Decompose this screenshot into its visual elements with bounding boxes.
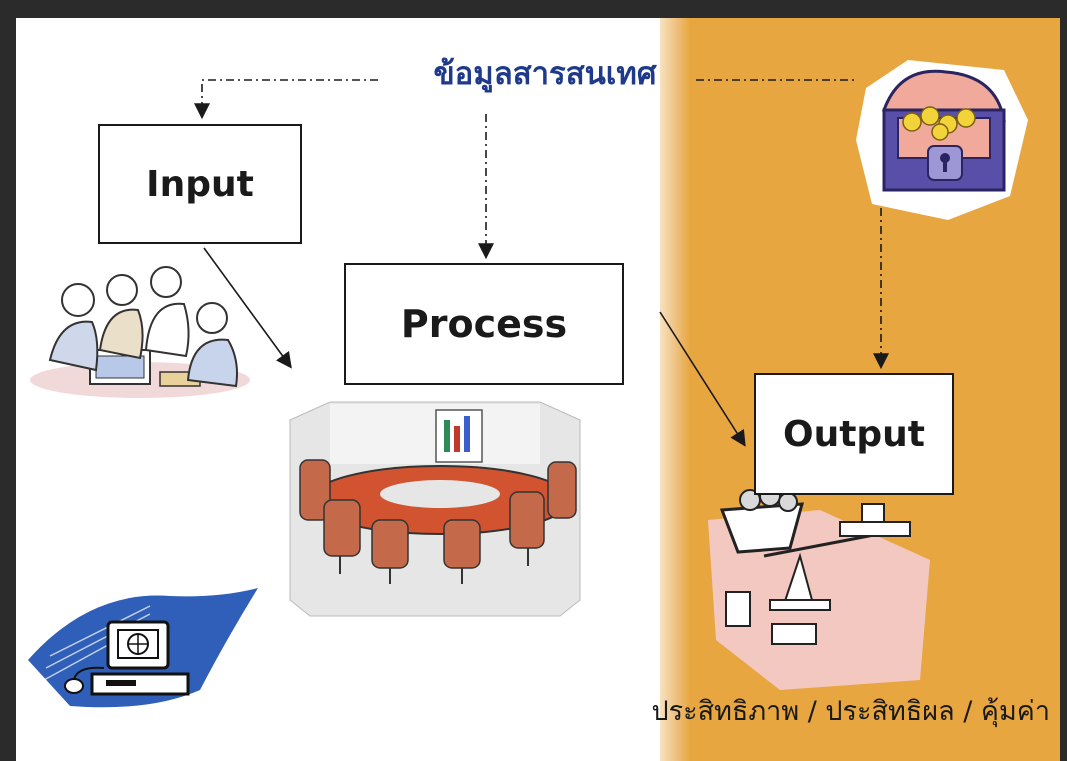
footer-text: ประสิทธิภาพ / ประสิทธิผล / คุ้มค่า	[651, 696, 1050, 727]
node-input: Input	[98, 124, 302, 244]
people-meeting-clipart	[30, 266, 250, 398]
node-output-label: Output	[782, 413, 926, 455]
panel-gradient-band	[660, 18, 690, 761]
frame-left	[0, 0, 16, 761]
diagram-heading: ข้อมูลสารสนเทศ	[433, 56, 657, 92]
flow-arrows	[203, 247, 746, 447]
scale-icon	[708, 485, 930, 690]
frame-right	[1060, 0, 1067, 761]
node-input-label: Input	[146, 163, 254, 205]
info-connectors	[194, 79, 889, 370]
connector-to-input	[194, 79, 378, 120]
node-process-label: Process	[400, 302, 568, 346]
computer-icon	[28, 588, 258, 708]
treasure-chest-icon	[856, 60, 1028, 220]
frame-top	[0, 0, 1067, 18]
node-output: Output	[754, 373, 954, 495]
arrow-input-to-process	[203, 247, 292, 369]
arrow-process-to-output	[659, 311, 746, 447]
node-process: Process	[344, 263, 624, 385]
conference-table-clipart	[289, 401, 581, 617]
